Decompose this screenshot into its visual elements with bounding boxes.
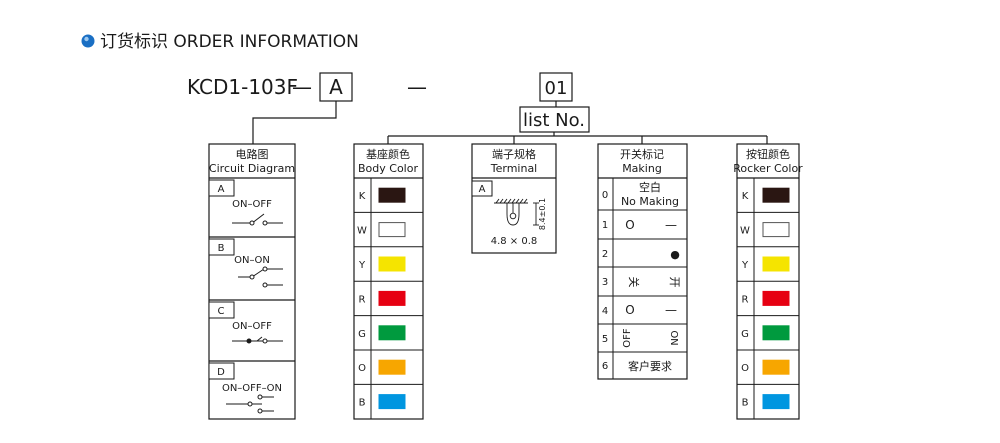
rocker_color-swatch-y bbox=[762, 256, 790, 272]
rocker-color-title-en: Rocker Color bbox=[733, 162, 803, 175]
making-title-en: Making bbox=[622, 162, 662, 175]
list-no-label: list No. bbox=[523, 110, 585, 131]
terminal-drawing-icon bbox=[494, 198, 539, 226]
terminal-dim-width: 4.8 × 0.8 bbox=[491, 236, 538, 247]
connectors bbox=[252, 101, 768, 144]
code-01-text: 01 bbox=[545, 78, 568, 99]
making-table: 开关标记 Making 0 空白 No Making 1 O — 2 ● 3 关… bbox=[597, 143, 688, 380]
terminal-title-cn: 端子规格 bbox=[492, 147, 536, 161]
making-code-3: 3 bbox=[602, 277, 608, 288]
rocker-color-title-cn: 按钮颜色 bbox=[746, 147, 790, 161]
circuit-table: 电路图 Circuit Diagram A ON–OFF B ON–ON bbox=[208, 143, 296, 420]
making-6-cn: 客户要求 bbox=[628, 359, 672, 373]
body_color-code-r: R bbox=[359, 294, 366, 305]
making-code-0: 0 bbox=[602, 190, 608, 201]
rocker-color-table: 按钮颜色 Rocker Color K W Y R G O B bbox=[733, 143, 803, 420]
making-code-2: 2 bbox=[602, 249, 608, 260]
making-3-left: 关 bbox=[627, 277, 641, 288]
circuit-label-a: ON–OFF bbox=[232, 199, 272, 210]
making-title-cn: 开关标记 bbox=[620, 147, 664, 161]
making-4-left: O bbox=[625, 303, 634, 317]
body-color-table: 基座颜色 Body Color K W Y R G O B bbox=[353, 143, 424, 420]
rocker_color-swatch-r bbox=[762, 290, 790, 306]
body_color-code-b: B bbox=[359, 398, 366, 409]
terminal-code: A bbox=[479, 184, 486, 195]
switch-symbol-on-off-icon bbox=[232, 213, 283, 226]
rocker_color-swatch-o bbox=[762, 359, 790, 375]
connector-circuit bbox=[252, 101, 337, 144]
body_color-swatch-b bbox=[378, 394, 406, 410]
circuit-code-b: B bbox=[218, 243, 225, 254]
circuit-label-b: ON–ON bbox=[234, 255, 270, 266]
body_color-swatch-k bbox=[378, 187, 406, 203]
circuit-label-c: ON–OFF bbox=[232, 321, 272, 332]
making-5-left: OFF bbox=[622, 328, 633, 348]
making-code-4: 4 bbox=[602, 306, 608, 317]
rocker_color-code-y: Y bbox=[741, 260, 749, 271]
model-prefix: KCD1-103F bbox=[187, 75, 298, 99]
making-1-left: O bbox=[625, 218, 634, 232]
body_color-code-g: G bbox=[358, 329, 366, 340]
making-code-6: 6 bbox=[602, 361, 608, 372]
making-3-right: 开 bbox=[668, 277, 681, 288]
making-code-5: 5 bbox=[602, 334, 608, 345]
making-4-right: — bbox=[665, 303, 677, 317]
terminal-table-border bbox=[471, 143, 557, 254]
switch-symbol-on-off-on-icon bbox=[226, 394, 274, 414]
rocker_color-swatch-k bbox=[762, 187, 790, 203]
making-code-1: 1 bbox=[602, 220, 608, 231]
rocker_color-swatch-w bbox=[762, 222, 790, 238]
body-color-title-cn: 基座颜色 bbox=[366, 147, 410, 161]
rocker_color-code-b: B bbox=[742, 398, 749, 409]
circuit-code-a: A bbox=[218, 184, 225, 195]
rocker_color-code-g: G bbox=[741, 329, 749, 340]
circuit-title-en: Circuit Diagram bbox=[209, 162, 295, 175]
making-0-cn: 空白 bbox=[639, 180, 661, 194]
making-1-right: — bbox=[665, 218, 677, 232]
model-dash-2: — bbox=[407, 75, 427, 99]
rocker_color-swatch-b bbox=[762, 394, 790, 410]
body_color-swatch-y bbox=[378, 256, 406, 272]
making-5-right: ON bbox=[668, 330, 679, 345]
circuit-title-cn: 电路图 bbox=[236, 148, 269, 161]
making-2-right: ● bbox=[670, 248, 680, 261]
header: 订货标识 ORDER INFORMATION bbox=[81, 32, 359, 52]
rocker_color-code-r: R bbox=[742, 294, 749, 305]
body_color-code-y: Y bbox=[358, 260, 366, 271]
body_color-code-o: O bbox=[358, 363, 366, 374]
making-0-en: No Making bbox=[621, 195, 679, 208]
body_color-code-k: K bbox=[359, 191, 366, 202]
body_color-swatch-r bbox=[378, 290, 406, 306]
model-dash-1: — bbox=[292, 75, 312, 99]
body_color-swatch-g bbox=[378, 325, 406, 341]
terminal-dim-height: 8.4±0.1 bbox=[538, 198, 547, 230]
circuit-code-c: C bbox=[218, 306, 225, 317]
switch-symbol-on-on-icon bbox=[238, 266, 283, 288]
model-code: KCD1-103F — A — 01 list No. bbox=[187, 72, 590, 133]
switch-symbol-on-off-lamp-icon bbox=[232, 336, 283, 344]
rocker_color-code-w: W bbox=[740, 226, 750, 237]
bullet-icon bbox=[81, 34, 95, 48]
terminal-table: 端子规格 Terminal A 8.4±0.1 4.8 × 0.8 bbox=[471, 143, 557, 254]
rocker_color-code-k: K bbox=[742, 191, 749, 202]
circuit-code-d: D bbox=[217, 367, 225, 378]
circuit-label-d: ON–OFF–ON bbox=[222, 383, 282, 394]
bullet-icon-highlight bbox=[84, 36, 89, 42]
body-color-title-en: Body Color bbox=[358, 162, 418, 175]
rocker_color-swatch-g bbox=[762, 325, 790, 341]
body_color-swatch-w bbox=[378, 222, 406, 238]
terminal-title-en: Terminal bbox=[490, 162, 538, 175]
body_color-code-w: W bbox=[357, 226, 367, 237]
page-title: 订货标识 ORDER INFORMATION bbox=[100, 32, 359, 52]
code-a-text: A bbox=[329, 75, 343, 99]
body_color-swatch-o bbox=[378, 359, 406, 375]
rocker_color-code-o: O bbox=[741, 363, 749, 374]
